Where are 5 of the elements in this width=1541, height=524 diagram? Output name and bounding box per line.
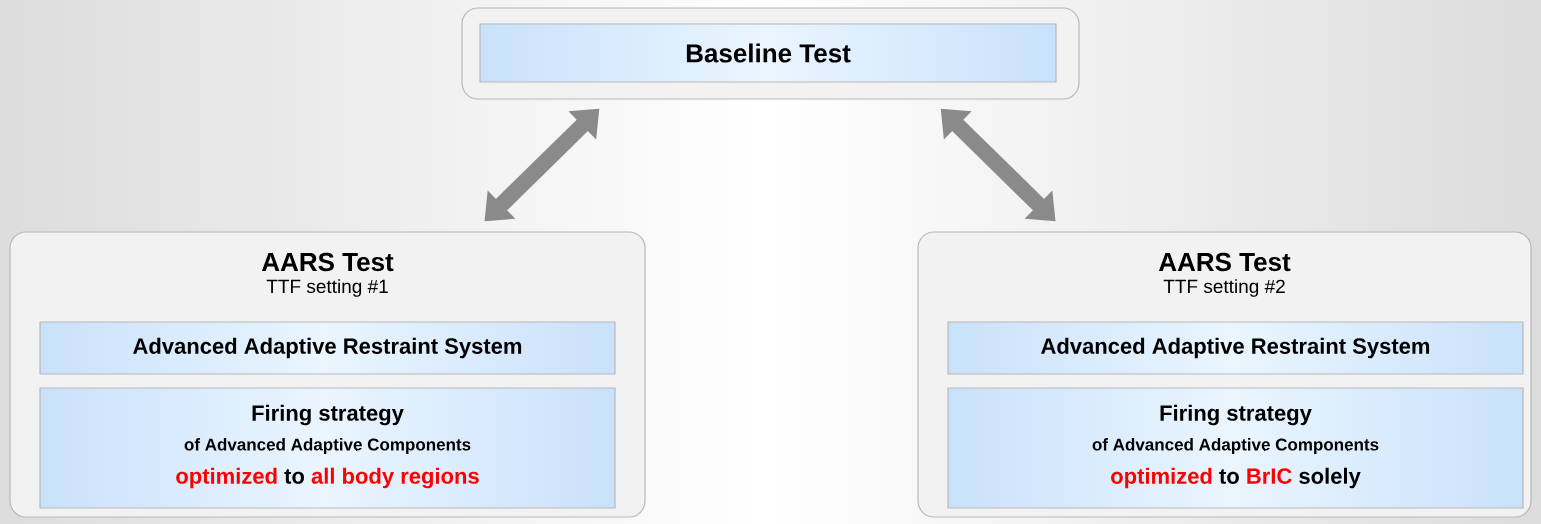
strategy-box: Firing strategy of Advanced Adaptive Components optimized to BrIC solely bbox=[947, 387, 1524, 509]
system-box: Baseline Test bbox=[479, 23, 1057, 83]
system-box: Advanced Adaptive Restraint System bbox=[947, 321, 1524, 375]
system-box: Advanced Adaptive Restraint System bbox=[39, 321, 616, 375]
strategy-box: Firing strategy of Advanced Adaptive Components optimized to all body regions bbox=[39, 387, 616, 509]
